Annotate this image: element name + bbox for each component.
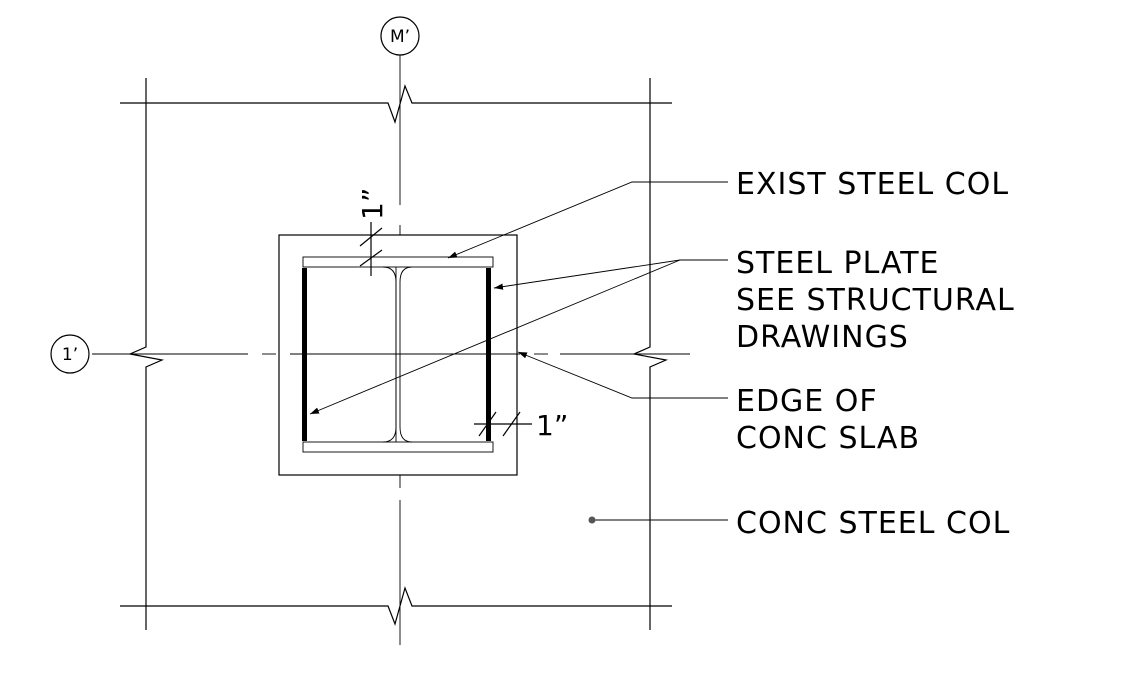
steel-plate-right	[486, 268, 491, 441]
leader-steel-plate-left	[309, 259, 681, 415]
concrete-encasement	[278, 234, 518, 476]
grid-bubble-1: 1’	[50, 334, 90, 374]
dimension-right-label: 1”	[536, 409, 568, 442]
label-steel-plate-2: SEE STRUCTURAL	[736, 283, 1015, 318]
grid-bubble-m-label: M’	[390, 27, 410, 47]
label-steel-plate-3: DRAWINGS	[736, 320, 909, 355]
steel-column	[302, 256, 494, 453]
label-conc-steel-col: CONC STEEL COL	[736, 506, 1010, 541]
dimension-right: 1”	[474, 409, 568, 442]
label-exist-steel-col: EXIST STEEL COL	[736, 167, 1009, 202]
leader-exist-steel-col	[447, 181, 728, 259]
grid-bubble-m-circle	[380, 16, 420, 56]
callout-labels: EXIST STEEL COL STEEL PLATE SEE STRUCTUR…	[736, 167, 1015, 541]
slab-bottom-edge	[120, 586, 672, 626]
leader-dot	[588, 516, 596, 524]
slab-right-edge	[631, 78, 669, 630]
dimension-top: 1”	[356, 188, 389, 276]
web-right-face	[399, 266, 413, 443]
grid-bubble-1-label: 1’	[62, 345, 78, 365]
steel-plate-left	[302, 268, 307, 441]
grid-bubble-1-circle	[50, 334, 90, 374]
dimension-top-label: 1”	[356, 188, 389, 220]
slab-left-edge	[127, 78, 165, 630]
leader-edge-conc-slab	[517, 351, 728, 399]
top-flange	[302, 256, 494, 268]
leaders	[309, 181, 728, 524]
grid-lines	[92, 55, 690, 645]
label-edge-of-2: CONC SLAB	[736, 421, 920, 456]
web-left-face	[382, 266, 397, 443]
grid-bubble-m: M’	[380, 16, 420, 56]
bottom-flange	[302, 441, 494, 453]
leader-steel-plate-right	[493, 259, 728, 290]
label-steel-plate-1: STEEL PLATE	[736, 246, 940, 281]
slab-top-edge	[120, 84, 672, 124]
label-edge-of-1: EDGE OF	[736, 384, 878, 419]
